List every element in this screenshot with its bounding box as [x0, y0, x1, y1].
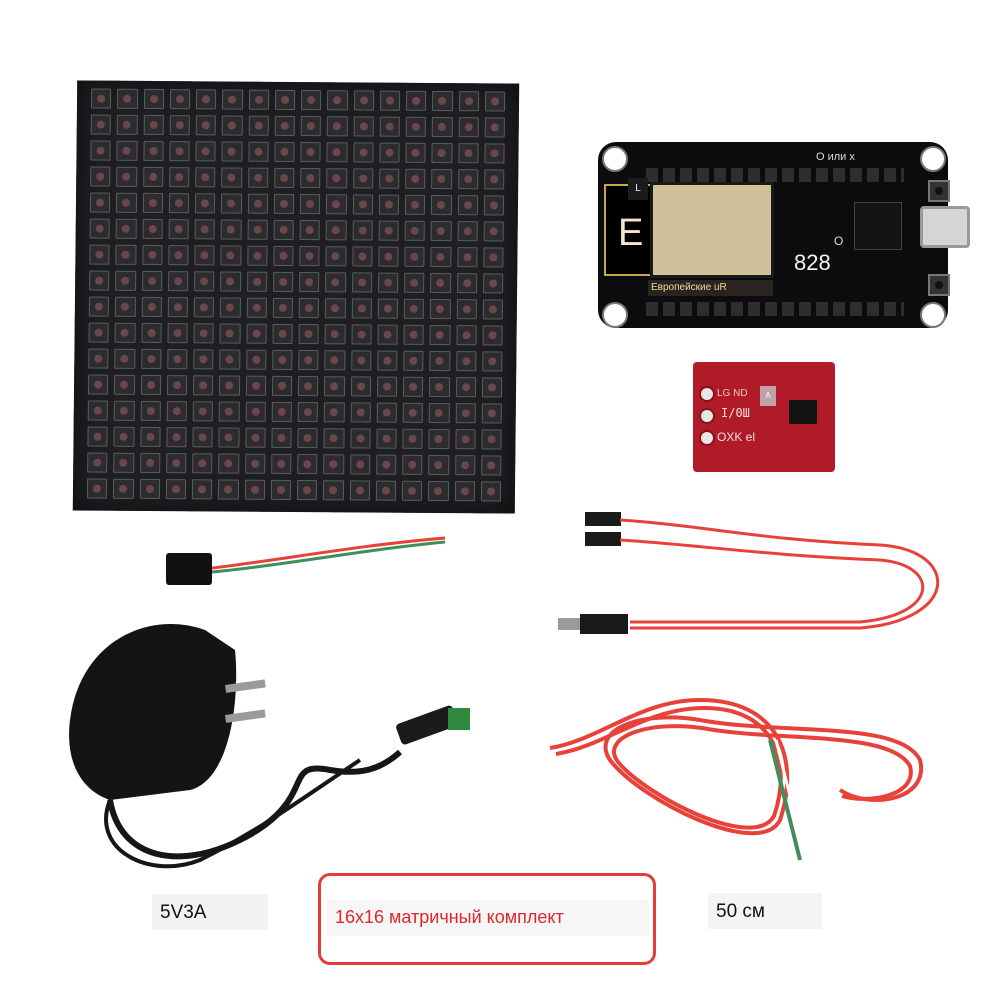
mount-hole-icon [602, 146, 628, 172]
cable-length-caption: 50 см [708, 893, 822, 929]
wifi-module [650, 182, 774, 278]
adapter-caption: 5V3A [152, 894, 268, 930]
esp-number-annotation: 828 [794, 250, 831, 275]
touch-lg-label: LG ND [717, 388, 748, 399]
adapter-prong [225, 679, 266, 693]
jumper-red-wire-1 [619, 518, 939, 630]
touch-ic-chip [789, 400, 817, 424]
kit-label-inner: 16x16 матричный комплект [327, 900, 649, 936]
pad-hole-icon [699, 386, 715, 402]
mount-hole-icon [602, 302, 628, 328]
pigtail-green-wire [211, 540, 446, 574]
mount-hole-icon [920, 146, 946, 172]
jumper-red-wire-2 [619, 538, 925, 624]
touch-a-label: A [760, 386, 776, 406]
cable-green-strand [768, 739, 802, 861]
usb-serial-chip [854, 202, 902, 250]
flash-button-icon [928, 180, 950, 202]
cable-length-caption-text: 50 см [716, 901, 765, 922]
esp-dev-board: E L О или x O 828 Европейские uR [598, 142, 970, 328]
touch-io-label: I/0Ш [721, 406, 750, 420]
pad-hole-icon [699, 430, 715, 446]
cable-loop-red-1 [549, 697, 924, 836]
jumper-plug-top-1 [585, 512, 621, 526]
pad-hole-icon [699, 408, 715, 424]
cable-white-strand [774, 739, 808, 861]
esp-o-annotation: O [834, 234, 844, 248]
micro-usb-port-icon [920, 206, 970, 248]
screw-terminal-icon [448, 708, 470, 730]
mount-hole-icon [920, 302, 946, 328]
reset-button-icon [928, 274, 950, 296]
kit-label-frame: 16x16 матричный комплект [318, 873, 656, 965]
jumper-pins [558, 618, 580, 630]
adapter-cable [107, 749, 403, 860]
kit-label-text: 16x16 матричный комплект [335, 907, 564, 927]
top-pin-header [646, 168, 904, 182]
power-adapter-body [69, 624, 237, 800]
esp-top-annotation: О или x [816, 151, 855, 163]
bottom-pin-header [646, 302, 904, 316]
cable-loop-red-2 [555, 705, 913, 830]
jumper-plug-bottom [580, 614, 628, 634]
adapter-caption-text: 5V3A [160, 902, 207, 923]
dc-barrel-connector [396, 705, 458, 745]
jumper-plug-top-2 [585, 532, 621, 546]
esp-european-annotation: Европейские uR [648, 280, 773, 296]
touch-oxk-label: OXK el [717, 430, 756, 444]
jst-connector-icon [166, 553, 212, 585]
esp-l-label: L [628, 178, 648, 200]
adapter-prong [225, 709, 266, 723]
esp-e-letter: E [618, 212, 644, 254]
pigtail-red-wire [211, 536, 446, 570]
touch-sensor-module: LG ND A I/0Ш OXK el [693, 362, 835, 472]
